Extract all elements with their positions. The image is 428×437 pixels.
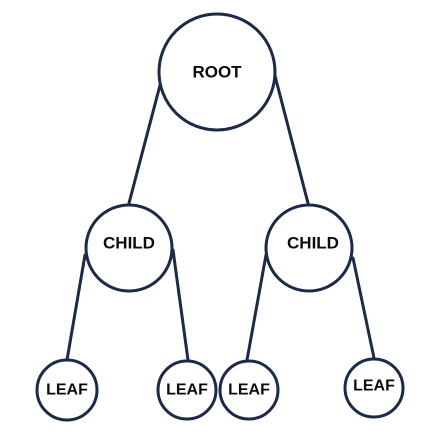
node-leaf-1: LEAF — [35, 358, 99, 422]
node-leaf-2-circle — [156, 359, 218, 421]
edge-root-child-right — [272, 70, 311, 209]
node-leaf-3: LEAF — [218, 359, 280, 421]
node-leaf-4-label: LEAF — [353, 378, 395, 395]
node-leaf-4: LEAF — [343, 357, 405, 419]
node-leaf-1-label: LEAF — [46, 382, 88, 399]
node-root: ROOT — [157, 12, 277, 132]
node-child-right: CHILD — [264, 203, 354, 293]
node-leaf-3-circle — [218, 359, 280, 421]
node-child-right-circle — [264, 203, 354, 293]
node-leaf-1-circle — [35, 358, 99, 422]
node-leaf-4-circle — [343, 357, 405, 419]
node-child-left-circle — [84, 203, 174, 293]
node-leaf-3-label: LEAF — [228, 382, 270, 399]
edge-child-left-leaf-2 — [171, 248, 190, 362]
edge-child-right-leaf-1 — [245, 253, 268, 362]
edge-child-right-leaf-2 — [351, 256, 376, 360]
node-child-left: CHILD — [84, 203, 174, 293]
edge-root-child-left — [126, 68, 166, 209]
node-leaf-2-label: LEAF — [166, 382, 208, 399]
node-leaf-2: LEAF — [156, 359, 218, 421]
node-child-right-label: CHILD — [287, 234, 339, 253]
node-root-label: ROOT — [192, 63, 242, 82]
edges — [65, 68, 376, 362]
node-root-circle — [157, 12, 277, 132]
edge-child-left-leaf-1 — [65, 253, 87, 362]
node-child-left-label: CHILD — [103, 234, 155, 253]
